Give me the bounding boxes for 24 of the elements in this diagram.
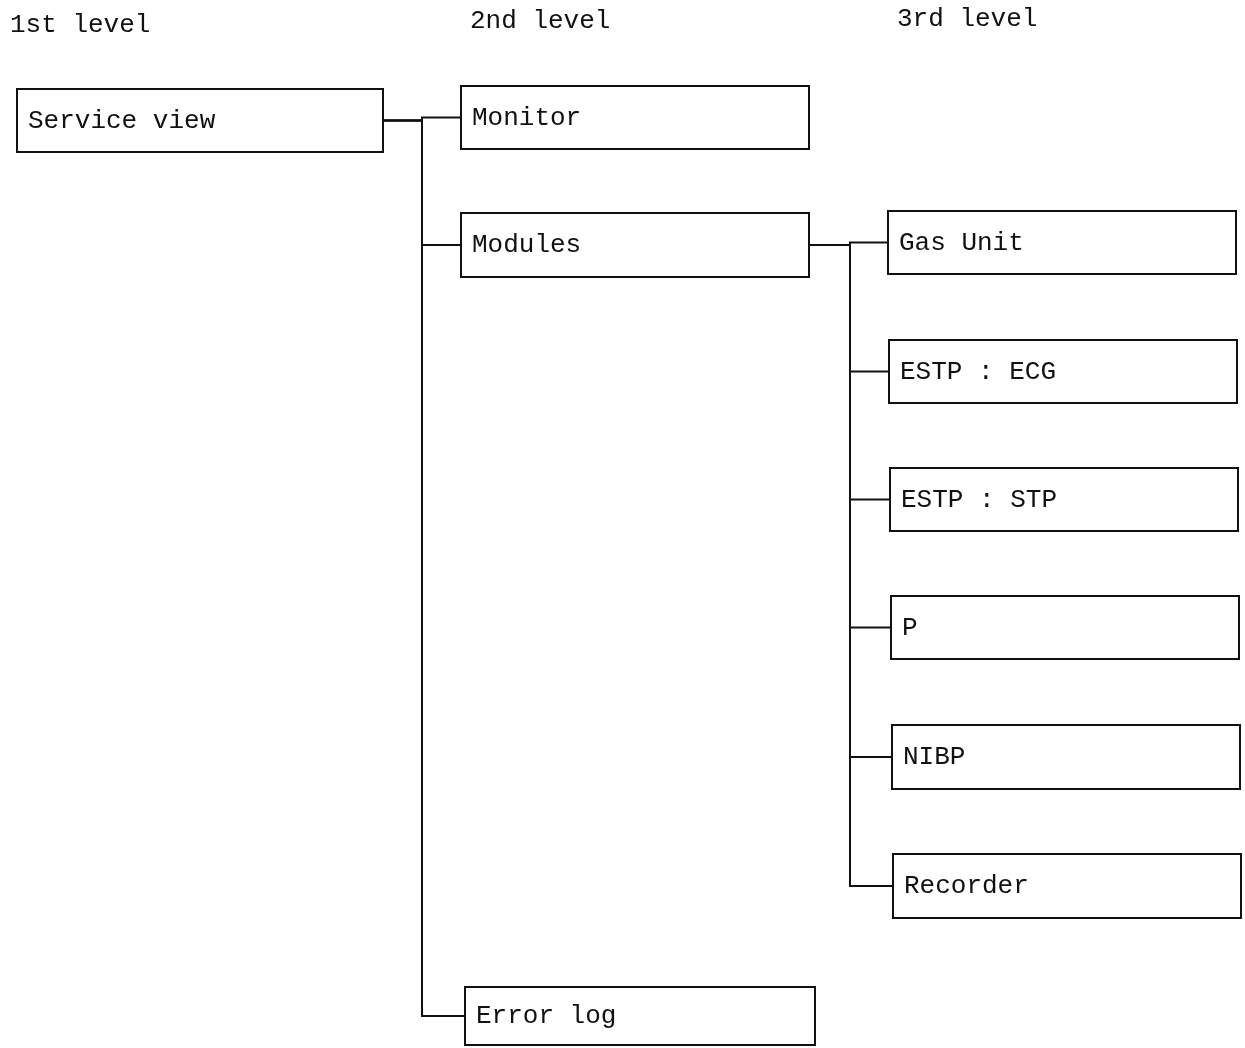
box-label: Service view [28,105,216,136]
box-label: Recorder [904,871,1029,901]
menu-box [464,986,816,1046]
connector-line [383,119,465,1017]
menu-box [887,210,1237,275]
box-label: ESTP : STP [901,484,1058,515]
column-heading: 2nd level [470,6,611,36]
box-label: Gas Unit [899,227,1024,258]
menu-box [16,88,384,153]
menu-box [891,724,1241,790]
box-label: Modules [472,230,582,260]
box-label: P [902,612,918,643]
menu-box [460,212,810,278]
menu-box [890,595,1240,660]
box-label: NIBP [903,742,966,772]
menu-box [888,339,1238,404]
box-label: Error log [476,1001,617,1031]
menu-box [460,85,810,150]
box-label: ESTP : ECG [900,356,1057,387]
menu-box [892,853,1242,919]
column-heading: 3rd level [897,4,1038,34]
column-heading: 1st level [10,10,151,40]
box-label: Monitor [472,102,582,133]
menu-box [889,467,1239,532]
